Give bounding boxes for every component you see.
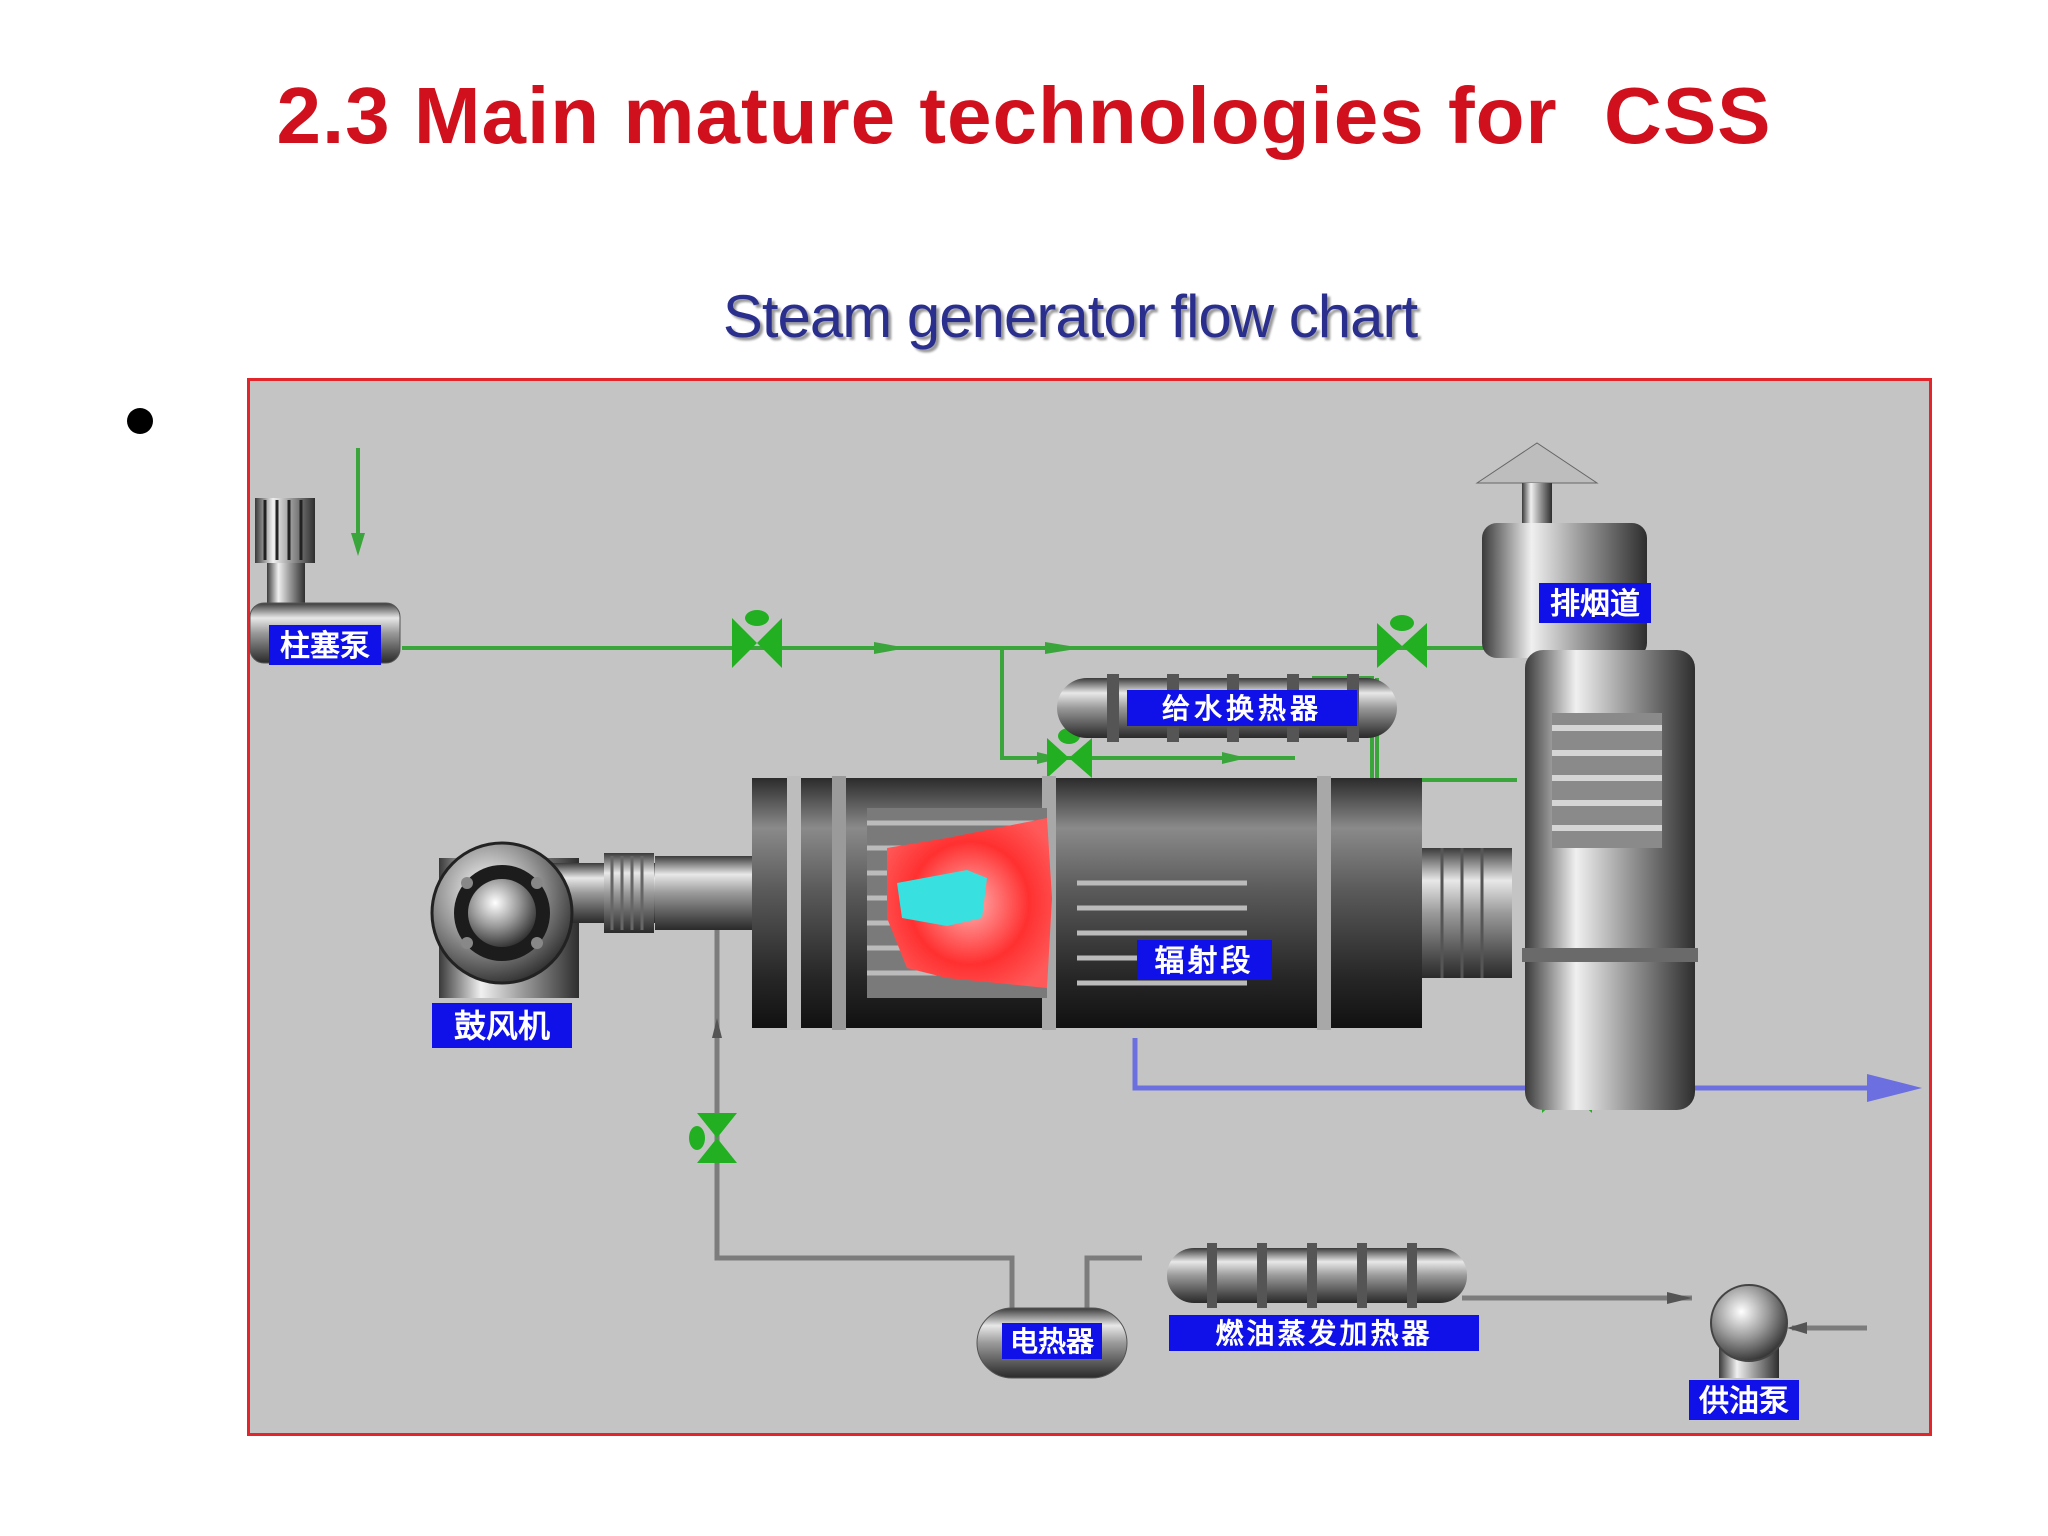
fuel-oil-evaporation-heater-label: 燃油蒸发加热器 xyxy=(1215,1317,1432,1350)
steam-generator-diagram: 柱塞泵 排烟道 给水换热器 辐射段 鼓风机 电热器 燃油蒸发加热器 供油泵 xyxy=(247,378,1932,1436)
blower-label: 鼓风机 xyxy=(454,1007,550,1045)
chart-title: Steam generator flow chart xyxy=(722,283,1418,350)
label-exhaust-flue: 排烟道 xyxy=(1539,583,1651,623)
feedwater-heat-exchanger-label: 给水换热器 xyxy=(1162,692,1322,725)
radiant-section xyxy=(752,776,1512,1030)
label-blower: 鼓风机 xyxy=(432,1003,572,1048)
oil-supply-pump xyxy=(1710,1284,1788,1378)
exhaust-flue-label: 排烟道 xyxy=(1550,587,1640,622)
radiant-section-label: 辐射段 xyxy=(1155,944,1254,979)
slide-title: 2.3 Main mature technologies for CSS xyxy=(276,71,1772,160)
valve-icon xyxy=(1377,615,1427,668)
bullet-point xyxy=(127,408,153,434)
flame-core xyxy=(897,870,987,926)
label-electric-heater: 电热器 xyxy=(1002,1323,1102,1359)
valve-icon xyxy=(732,610,782,668)
blower xyxy=(430,841,755,998)
electric-heater-label: 电热器 xyxy=(1010,1325,1095,1358)
label-feedwater-heat-exchanger: 给水换热器 xyxy=(1127,690,1357,726)
label-fuel-oil-evaporation-heater: 燃油蒸发加热器 xyxy=(1169,1315,1479,1351)
label-plunger-pump: 柱塞泵 xyxy=(269,625,381,665)
fuel-pipes xyxy=(714,923,1867,1331)
plunger-pump-label: 柱塞泵 xyxy=(280,629,370,664)
label-oil-supply-pump: 供油泵 xyxy=(1689,1380,1799,1420)
steam-outlet-arrow xyxy=(1867,1074,1922,1102)
label-radiant-section: 辐射段 xyxy=(1137,940,1272,980)
fuel-oil-evaporation-heater xyxy=(1167,1243,1467,1308)
valve-icon xyxy=(689,1113,737,1163)
oil-supply-pump-label: 供油泵 xyxy=(1698,1384,1789,1419)
